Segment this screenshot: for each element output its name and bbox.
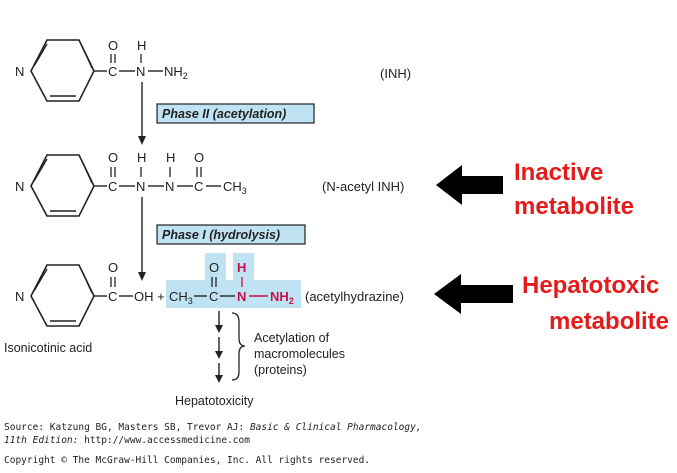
isonicotinic-acid-label: Isonicotinic acid <box>4 341 92 355</box>
acetyl-carbon: C <box>194 179 203 194</box>
inactive-text: Inactive <box>514 159 603 186</box>
hydrogen-2: H <box>166 150 175 165</box>
arrow-head <box>215 351 223 359</box>
ring-double-bond <box>81 270 93 294</box>
acetyl-inh-structure: N C O N H N H C O CH3 (N-acetyl INH) <box>15 150 404 217</box>
pyridine-ring <box>30 154 95 217</box>
ring-double-bond <box>81 160 93 184</box>
curly-brace <box>231 312 246 381</box>
ring-double-bond <box>33 158 48 182</box>
red-hydrogen: H <box>237 260 246 275</box>
carbonyl-carbon: C <box>108 64 117 79</box>
hepatotoxicity-label: Hepatotoxicity <box>175 394 254 408</box>
arrow-head <box>215 325 223 333</box>
acetylation-note-line1: Acetylation of <box>254 331 330 345</box>
acetyl-oxygen: O <box>194 150 204 165</box>
nitrogen-1: N <box>136 179 145 194</box>
phase1-label: Phase I (hydrolysis) <box>162 228 280 242</box>
phase2-box <box>156 103 315 124</box>
acetyl-oxygen: O <box>209 260 219 275</box>
hydroxyl-plus: OH + <box>134 289 165 304</box>
citation: Source: Katzung BG, Masters SB, Trevor A… <box>4 422 422 466</box>
acetylhydrazine-highlight <box>166 280 301 308</box>
ring-double-bond <box>81 45 93 69</box>
methyl-group: CH3 <box>223 179 247 196</box>
pyridine-ring <box>30 264 95 327</box>
metabolite-text: metabolite <box>549 308 669 335</box>
amide-hydrogen: H <box>137 38 146 53</box>
arrow-head <box>215 375 223 383</box>
ring-double-bond <box>33 268 48 292</box>
hepatotoxicity-arrows <box>215 311 223 383</box>
arrow-head <box>138 272 146 281</box>
acetylhydrazine-structure: CH3 C O N H NH2 (acetylhydrazine) <box>169 260 404 306</box>
amide-nitrogen: N <box>136 64 145 79</box>
nh2-group: NH2 <box>164 64 188 81</box>
hydrogen-highlight <box>233 253 254 281</box>
ring-nitrogen: N <box>15 64 24 79</box>
ring-nitrogen: N <box>15 179 24 194</box>
carbonyl-carbon: C <box>108 179 117 194</box>
pyridine-ring <box>30 39 95 102</box>
ring-nitrogen: N <box>15 289 24 304</box>
isonicotinic-acid-structure: N C O OH + Isonicotinic acid <box>4 260 165 355</box>
hepatotoxic-annotation: Hepatotoxic metabolite <box>434 272 669 335</box>
hepatotoxic-text: Hepatotoxic <box>522 272 659 299</box>
phase1-box <box>156 224 306 245</box>
metabolite-text: metabolite <box>514 193 634 220</box>
carbonyl-oxygen: O <box>108 150 118 165</box>
citation-edition: 11th Edition: http://www.accessmedicine.… <box>4 435 250 446</box>
red-nitrogen: N <box>237 289 246 304</box>
acetyl-inh-label: (N-acetyl INH) <box>322 179 404 194</box>
left-arrow-icon <box>436 165 503 205</box>
acetylation-note-line3: (proteins) <box>254 363 307 377</box>
inactive-annotation: Inactive metabolite <box>436 159 634 220</box>
arrow-head <box>138 136 146 145</box>
acid-oxygen: O <box>108 260 118 275</box>
phase2-label: Phase II (acetylation) <box>162 107 286 121</box>
carbonyl-highlight <box>205 253 226 281</box>
acetylation-note-line2: macromolecules <box>254 347 345 361</box>
ring-double-bond <box>33 43 48 67</box>
left-arrow-icon <box>434 274 513 314</box>
citation-source: Source: Katzung BG, Masters SB, Trevor A… <box>4 422 422 433</box>
methyl-group: CH3 <box>169 289 193 306</box>
acid-carbon: C <box>108 289 117 304</box>
carbonyl-oxygen: O <box>108 38 118 53</box>
inh-label: (INH) <box>380 66 411 81</box>
inh-structure: N C O N H NH2 (INH) <box>15 38 411 102</box>
hydrogen-1: H <box>137 150 146 165</box>
copyright: Copyright © The McGraw-Hill Companies, I… <box>4 455 370 466</box>
nitrogen-2: N <box>165 179 174 194</box>
acetyl-carbon: C <box>209 289 218 304</box>
red-nh2: NH2 <box>270 289 294 306</box>
acetylhydrazine-label: (acetylhydrazine) <box>305 289 404 304</box>
